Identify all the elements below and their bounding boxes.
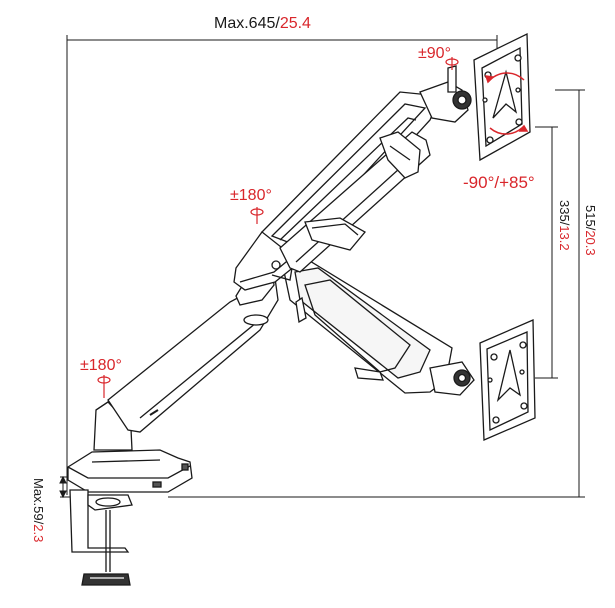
clamp-range-label: Max.59/2.3 xyxy=(31,478,46,542)
rotation-axis-icon xyxy=(445,57,459,70)
top-tilt-joint xyxy=(419,65,472,123)
lower-arm-segment xyxy=(107,266,279,433)
upper-arm-segment xyxy=(261,91,441,273)
desk-clamp-base xyxy=(67,449,193,586)
width-dimension-label: Max.645/25.4 xyxy=(214,15,311,32)
swivel-angle-label-base: ±180° xyxy=(80,357,122,374)
arm-lowered-position xyxy=(281,254,475,396)
height-total-label: 515/20.3 xyxy=(583,205,598,256)
vesa-plate-lowered xyxy=(479,319,536,441)
vesa-plate-raised xyxy=(473,32,531,162)
rotation-arc-icon xyxy=(484,72,529,135)
rotation-axis-icon xyxy=(250,207,264,224)
rotation-angle-label: -90°/+85° xyxy=(463,173,535,192)
swivel-angle-label-mid: ±180° xyxy=(230,187,272,204)
height-adjust-label: 335/13.2 xyxy=(557,200,572,251)
tilt-angle-label: ±90° xyxy=(418,45,451,62)
dimension-lines xyxy=(59,35,585,499)
rotation-axis-icon xyxy=(97,375,111,398)
